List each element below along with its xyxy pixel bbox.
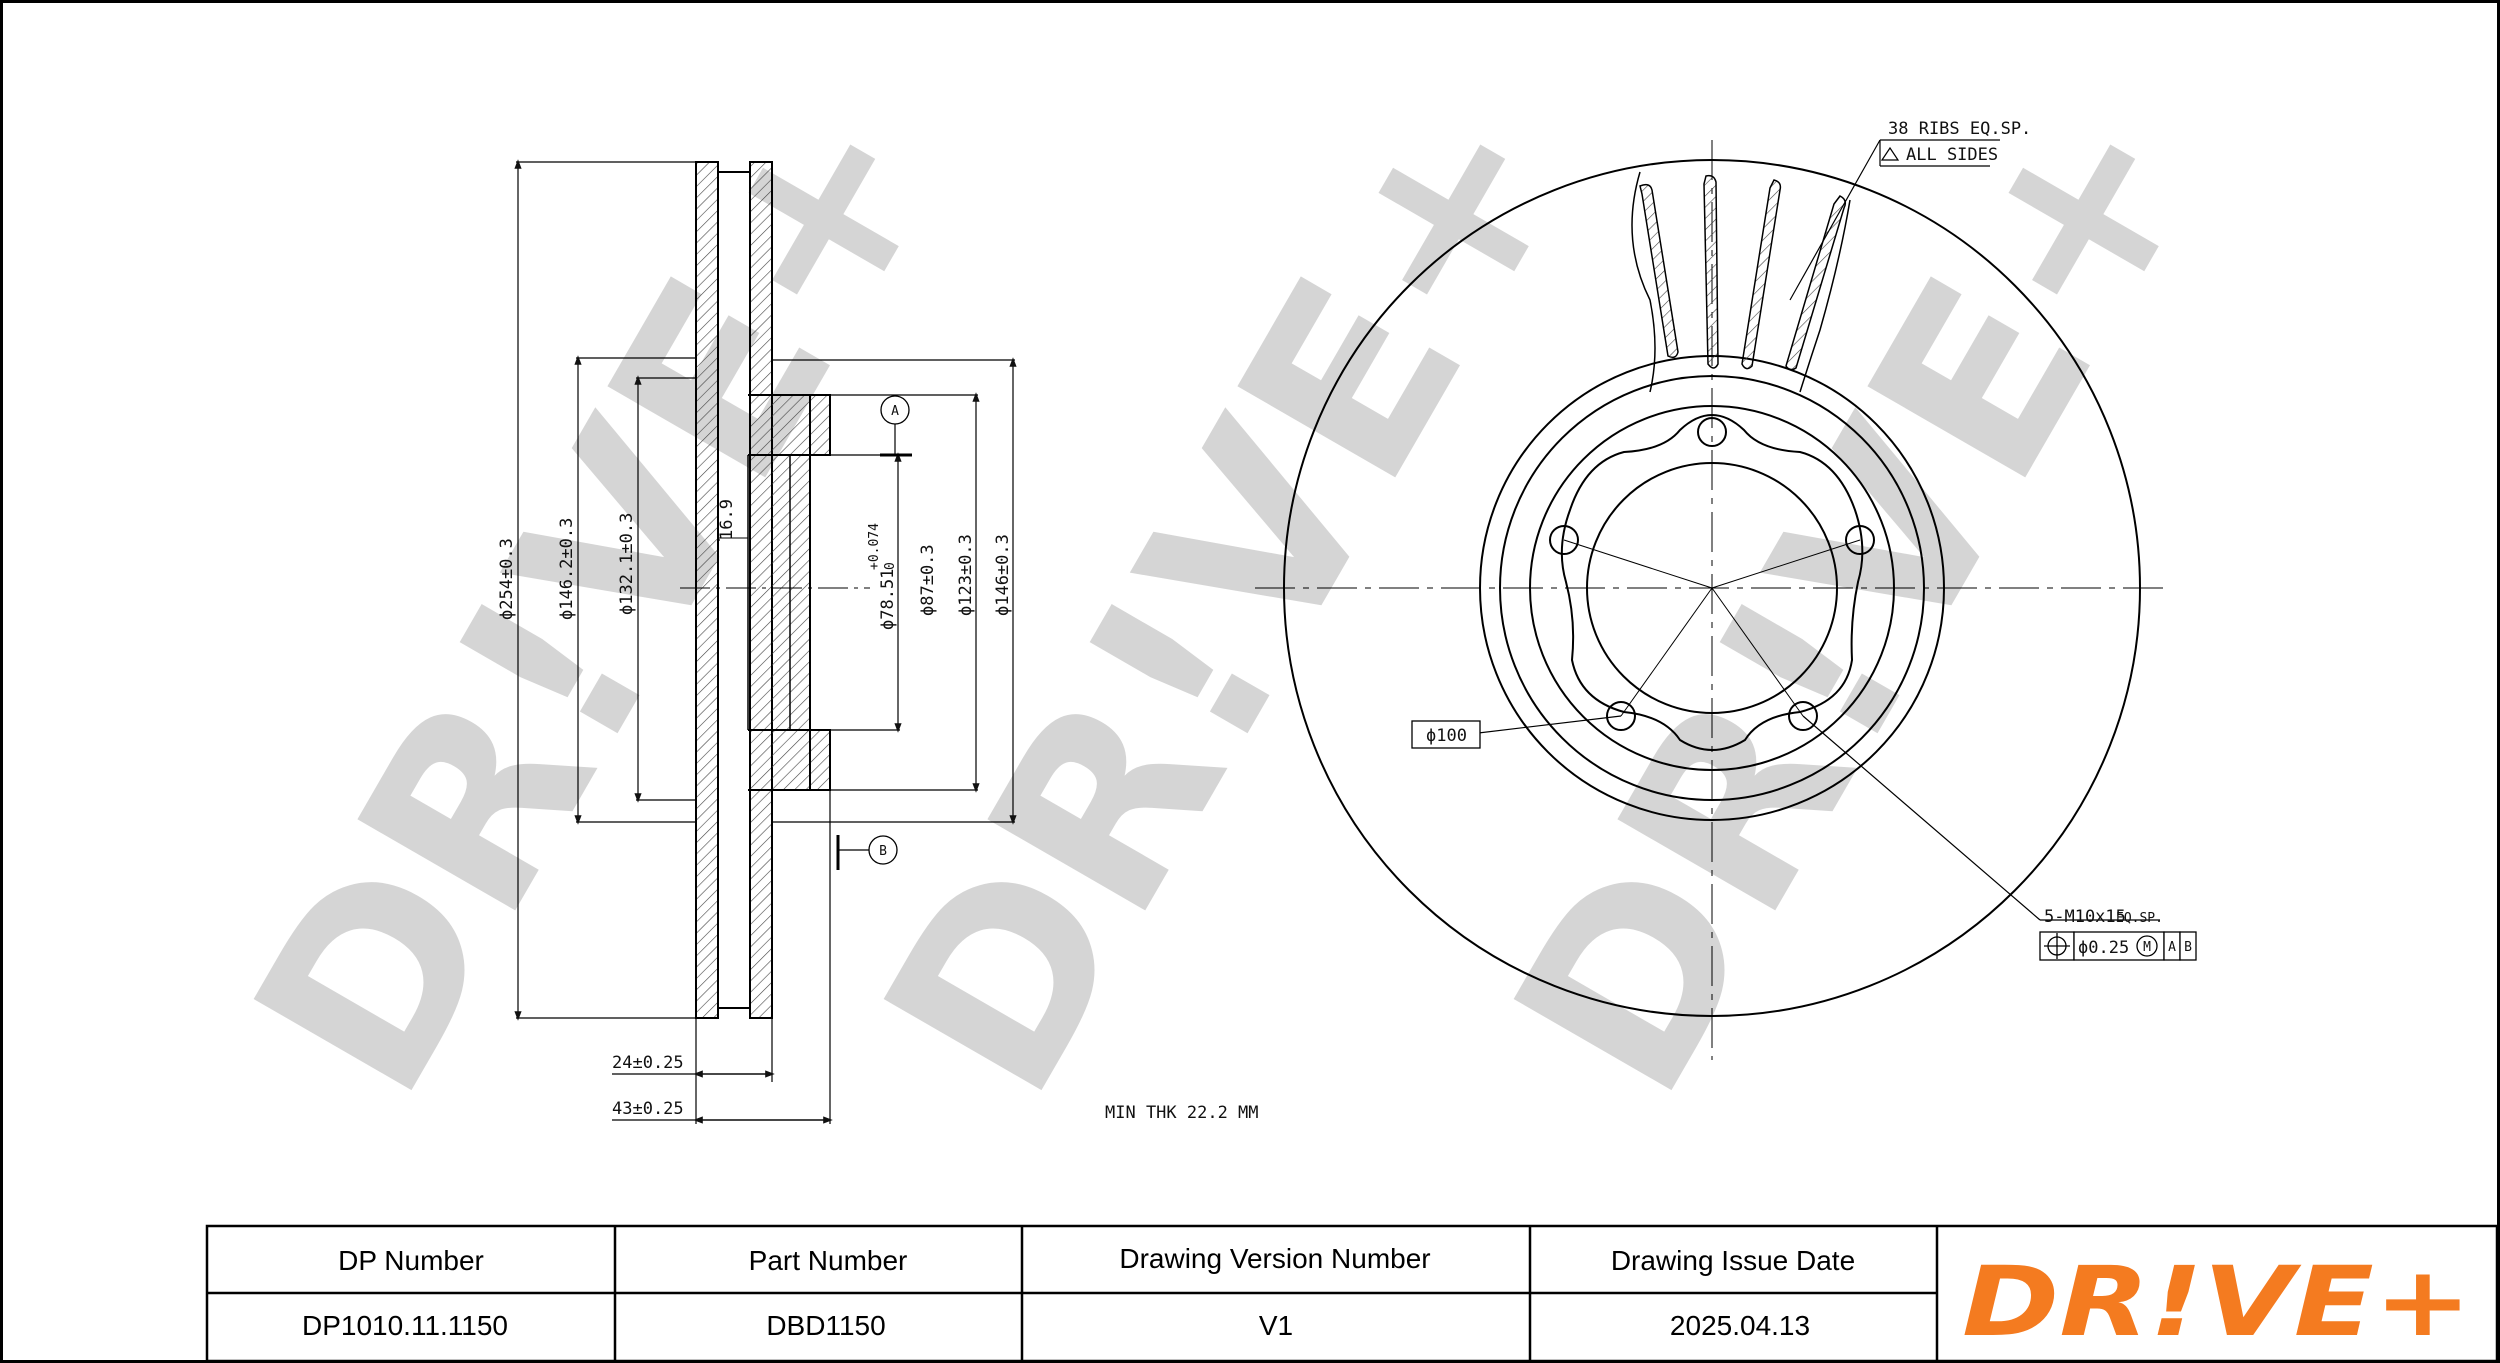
dim-diameter-146: ϕ146±0.3 — [993, 534, 1013, 616]
bolt-hole-5 — [1549, 525, 1579, 555]
tol-value: ϕ0.25 — [2078, 938, 2129, 958]
dim-diameter-785-tol-upper: +0.074 — [867, 523, 882, 570]
ribs-note: 38 RIBS EQ.SP. — [1888, 119, 2031, 139]
dim-diameter-785: ϕ78.51 — [878, 569, 898, 630]
pcd-box — [1411, 720, 1481, 749]
tol-modifier: M — [2143, 940, 2151, 955]
dim-diameter-1321: ϕ132.1±0.3 — [617, 513, 637, 615]
tol-datum-a: A — [2168, 940, 2176, 955]
dim-hub-height: 16.9 — [717, 499, 737, 540]
dim-height: 43±0.25 — [612, 1099, 684, 1119]
bolt-note: 5-M10x15 — [2044, 907, 2126, 927]
dim-diameter-87: ϕ87±0.3 — [918, 544, 938, 616]
side-dimensions — [514, 159, 1017, 1124]
dim-outer-diameter: ϕ254±0.3 — [497, 538, 517, 620]
min-thickness-note: MIN THK 22.2 MM — [1105, 1103, 1259, 1123]
rib-cutaway-outline — [1631, 171, 1656, 393]
dim-diameter-123: ϕ123±0.3 — [956, 534, 976, 616]
rib-1 — [1639, 183, 1679, 359]
mmc-symbol-icon — [2136, 935, 2158, 957]
brand-logo: DR!VE+ — [1962, 1246, 2472, 1358]
tol-datum-b: B — [2184, 940, 2192, 955]
header-part-number: Part Number — [749, 1245, 908, 1276]
dim-diameter-1462: ϕ146.2±0.3 — [557, 518, 577, 620]
outer-plate — [695, 161, 719, 1019]
datum-a-label: A — [891, 404, 899, 419]
bolt-hole-2 — [1845, 525, 1875, 555]
bolt-hole-3 — [1788, 701, 1818, 731]
datum-b-label: B — [879, 844, 887, 859]
hub-flange-outline — [1560, 414, 1864, 751]
header-issue-date: Drawing Issue Date — [1611, 1245, 1855, 1276]
side-section-view — [680, 161, 870, 1019]
rib-3 — [1741, 179, 1782, 370]
hub-section — [771, 360, 831, 820]
value-issue-date: 2025.04.13 — [1670, 1310, 1810, 1341]
rib-4 — [1785, 195, 1847, 371]
datum-a-bubble — [880, 395, 910, 425]
bolt-holes — [1549, 417, 1875, 731]
header-dp-number: DP Number — [338, 1245, 484, 1276]
ribs — [1639, 174, 1847, 371]
inner-plate — [749, 161, 773, 1019]
front-view — [1255, 139, 2170, 1060]
rib-2 — [1703, 174, 1719, 369]
flatness-symbol-icon — [1880, 146, 1900, 161]
value-part-number: DBD1150 — [766, 1310, 885, 1341]
header-drawing-version: Drawing Version Number — [1119, 1243, 1430, 1274]
value-drawing-version: V1 — [1259, 1310, 1293, 1341]
ribs-note-all-sides: ALL SIDES — [1906, 145, 1998, 165]
position-tolerance-frame — [2039, 931, 2197, 961]
title-block — [205, 1224, 2499, 1363]
value-dp-number: DP1010.11.1150 — [302, 1310, 508, 1341]
bolt-hole-4 — [1606, 701, 1636, 731]
dim-pcd: ϕ100 — [1426, 726, 1467, 746]
dim-thickness: 24±0.25 — [612, 1053, 684, 1073]
datum-b-bubble — [868, 835, 898, 865]
dim-diameter-785-tol-lower: 0 — [883, 562, 898, 570]
bolt-note-eq: EQ.SP. — [2116, 911, 2163, 926]
